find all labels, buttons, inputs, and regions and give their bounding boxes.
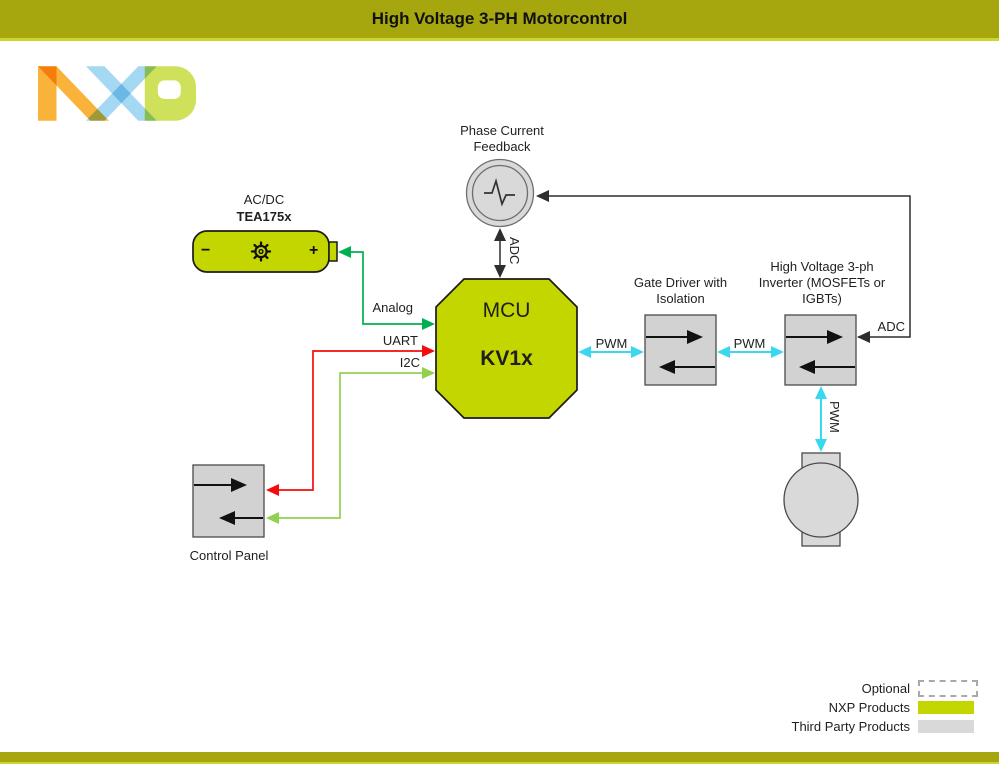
inverter-label-line1: High Voltage 3-ph <box>770 259 874 274</box>
uart-arrowhead-into-mcu <box>422 345 435 357</box>
inverter-box <box>784 314 857 386</box>
i2c-arrowhead-into-mcu <box>422 367 435 379</box>
gate-driver-box <box>644 314 717 386</box>
adc-arrowhead-down <box>494 265 506 278</box>
adc-label-inverter: ADC <box>877 319 905 334</box>
logo-x-arm2 <box>85 66 157 121</box>
legend-label-nxp-products: NXP Products <box>828 700 910 715</box>
analog-arrowhead-into-acdc <box>338 246 351 258</box>
acdc-terminal <box>328 241 338 262</box>
gate-driver-arrowhead-right <box>687 330 703 344</box>
control-panel-label: Control Panel <box>189 548 269 563</box>
pwm-arrowhead-gd-right <box>717 346 730 358</box>
inverter-arrowhead-right <box>827 330 843 344</box>
adc-arrowhead-into-sensor <box>536 190 549 202</box>
i2c-arrowhead-into-panel <box>266 512 279 524</box>
title-banner: High Voltage 3-PH Motorcontrol <box>0 0 999 41</box>
analog-arrowhead-into-mcu <box>422 318 435 330</box>
control-panel-arrowhead-right <box>231 478 247 492</box>
motor-circle <box>783 462 859 538</box>
control-panel-box <box>192 464 265 538</box>
adc-arrowhead-up <box>494 228 506 241</box>
adc-label-mcu: ADC <box>507 237 522 265</box>
pwm-arrowhead-inv-left <box>771 346 784 358</box>
logo-n-diagonal <box>38 66 109 121</box>
waveform-icon <box>484 178 515 207</box>
gate-driver-label-line2: Isolation <box>656 291 705 306</box>
page-title: High Voltage 3-PH Motorcontrol <box>371 9 628 28</box>
adc-feedback-line <box>538 195 911 338</box>
uart-arrowhead-into-panel <box>266 484 279 496</box>
logo-p-counter <box>157 80 181 99</box>
i2c-label: I2C <box>399 355 420 370</box>
i2c-line <box>268 372 433 519</box>
footer-banner <box>0 752 999 764</box>
uart-label: UART <box>382 333 418 348</box>
phase-feedback-label-line2: Feedback <box>473 139 531 154</box>
gate-driver-arrowhead-left <box>659 360 675 374</box>
pwm-label-inv-motor: PWM <box>827 401 842 433</box>
phase-feedback-circle-inner <box>471 164 529 222</box>
uart-line <box>268 350 433 491</box>
legend-label-optional: Optional <box>861 681 910 696</box>
analog-line <box>340 251 433 325</box>
mcu-part-number: KV1x <box>480 347 533 370</box>
gear-icon <box>250 241 272 262</box>
gate-driver-label-line1: Gate Driver with <box>633 275 728 290</box>
acdc-part-number: TEA175x <box>236 209 292 224</box>
pwm-arrowhead-inv-bottom <box>815 386 827 399</box>
mcu-title: MCU <box>482 299 531 322</box>
inverter-arrowhead-left <box>799 360 815 374</box>
legend-label-third-party: Third Party Products <box>791 719 911 734</box>
inverter-label-line2: Inverter (MOSFETs or <box>758 275 886 290</box>
pwm-arrowhead-motor <box>815 439 827 452</box>
nxp-logo <box>38 66 196 121</box>
pwm-label-mcu-gd: PWM <box>595 336 628 351</box>
mcu-octagon <box>435 278 578 419</box>
minus-sign: − <box>201 242 211 259</box>
legend-swatch-optional <box>918 680 978 697</box>
plus-sign: + <box>309 242 319 259</box>
acdc-title: AC/DC <box>243 192 285 207</box>
legend-swatch-nxp-products <box>918 701 974 714</box>
pwm-label-gd-inv: PWM <box>733 336 766 351</box>
analog-label: Analog <box>372 300 413 315</box>
adc-arrowhead-into-inverter <box>857 331 870 343</box>
pwm-arrowhead-gd-left <box>631 346 644 358</box>
phase-feedback-label-line1: Phase Current <box>460 123 544 138</box>
control-panel-arrowhead-left <box>219 511 235 525</box>
inverter-label-line3: IGBTs) <box>802 291 842 306</box>
legend-swatch-third-party <box>918 720 974 733</box>
pwm-arrowhead-mcu <box>578 346 591 358</box>
